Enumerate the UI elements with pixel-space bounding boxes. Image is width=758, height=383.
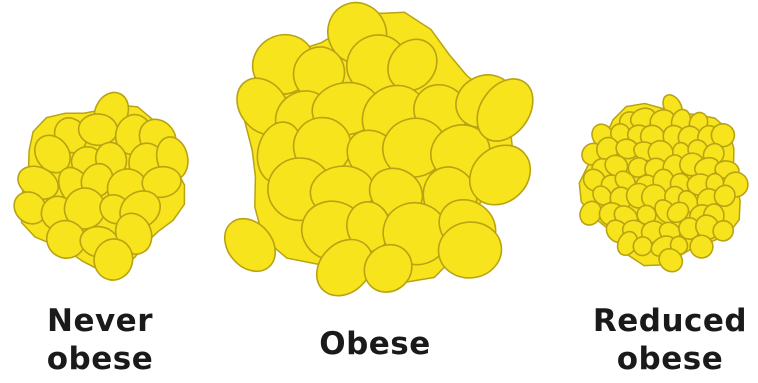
- never-obese-label-line-1: Never: [30, 302, 170, 340]
- obese-label-line-1: Obese: [300, 325, 450, 363]
- never-obese-label: Never obese: [30, 302, 170, 378]
- never-obese-label-line-2: obese: [30, 340, 170, 378]
- obese-label: Obese: [300, 325, 450, 363]
- reduced-obese-label-line-1: Reduced: [585, 302, 755, 340]
- reduced-obese-cluster: [576, 92, 749, 277]
- obese-cluster: [214, 0, 544, 307]
- reduced-obese-label: Reduced obese: [585, 302, 755, 378]
- never-obese-cluster: [8, 87, 192, 284]
- fat-cell: [78, 113, 118, 146]
- reduced-obese-label-line-2: obese: [585, 340, 755, 378]
